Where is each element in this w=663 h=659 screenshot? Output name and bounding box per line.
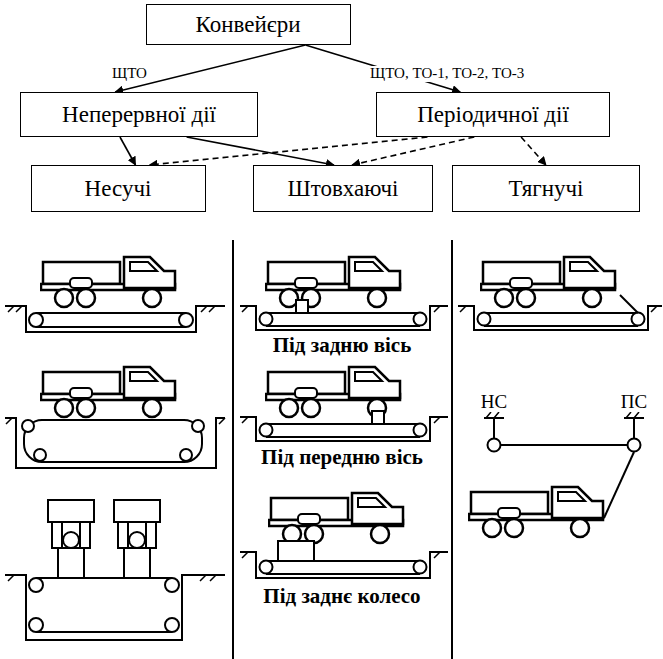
node-text: Тягнучі (503, 176, 590, 202)
node-text: Несучі (79, 176, 158, 202)
caption-label: Під задню вісь (271, 334, 414, 356)
edge-label: ЩТО (110, 66, 149, 82)
dashed-arrow (150, 137, 428, 165)
process-box: Несучі (31, 165, 206, 212)
dashed-arrow (352, 137, 474, 165)
arrow (120, 137, 136, 165)
node-text: Періодичної дії (411, 102, 575, 128)
arrow (187, 137, 334, 165)
process-box: Тягнучі (452, 165, 640, 212)
caption-label: Під передню вісь (259, 446, 425, 468)
edge-label: ЩТО, ТО-1, ТО-2, ТО-3 (368, 66, 526, 82)
process-box: Неперервної дії (20, 92, 258, 137)
caption-label: Під заднє колесо (261, 585, 422, 607)
node-text: Штовхаючі (282, 176, 405, 202)
process-box: Штовхаючі (253, 165, 433, 212)
node-text: Конвейєри (190, 12, 307, 38)
node-text: Неперервної дії (56, 102, 222, 128)
dashed-arrow (521, 137, 546, 165)
caption-label: НС (479, 392, 509, 412)
caption-label: ПС (619, 392, 649, 412)
process-box: Періодичної дії (376, 92, 610, 137)
process-box: Конвейєри (146, 4, 351, 45)
